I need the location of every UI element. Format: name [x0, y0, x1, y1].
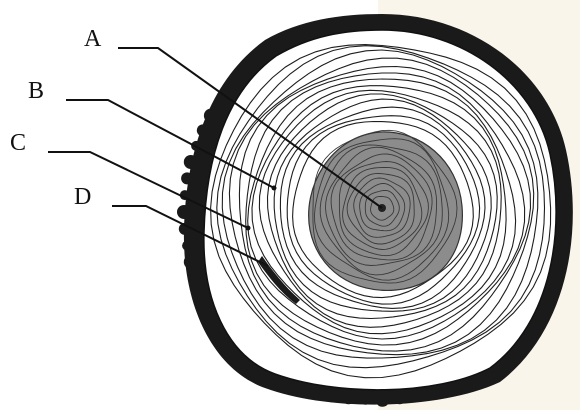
bark-bump [343, 392, 355, 404]
bark-bump [177, 205, 191, 219]
bark-bump [411, 390, 421, 400]
bark-bump [190, 272, 202, 284]
bark-bump [215, 97, 225, 107]
bark-bump [558, 190, 568, 200]
bark-bump [376, 17, 390, 31]
bark-bump [325, 388, 339, 402]
bark-bump [236, 69, 250, 83]
bark-bump [552, 257, 562, 267]
bark-bump [184, 255, 198, 269]
bark-bump [395, 21, 405, 31]
bark-bump [344, 21, 354, 31]
bark-bump [557, 223, 569, 235]
bark-bump [198, 289, 208, 299]
label-d: D [74, 184, 91, 210]
bark-bump [225, 82, 237, 94]
bark-bump [310, 386, 320, 396]
bark-bump [182, 241, 192, 251]
bark-bump [394, 392, 406, 404]
pointer-dot-b [272, 186, 277, 191]
bark-bump [554, 239, 568, 253]
bark-bump [204, 109, 218, 123]
label-c: C [10, 130, 26, 156]
bark-bump [554, 171, 568, 185]
bark-bump [181, 172, 193, 184]
bark-bump [197, 124, 209, 136]
bark-bump [360, 18, 372, 30]
bark-bump [559, 207, 569, 217]
label-a: A [84, 26, 102, 52]
bark-bump [376, 393, 390, 407]
pointer-dot-c [246, 226, 251, 231]
bark-bump [251, 60, 261, 70]
bark-bump [361, 395, 371, 405]
bark-bump [184, 155, 198, 169]
label-b: B [28, 78, 44, 104]
